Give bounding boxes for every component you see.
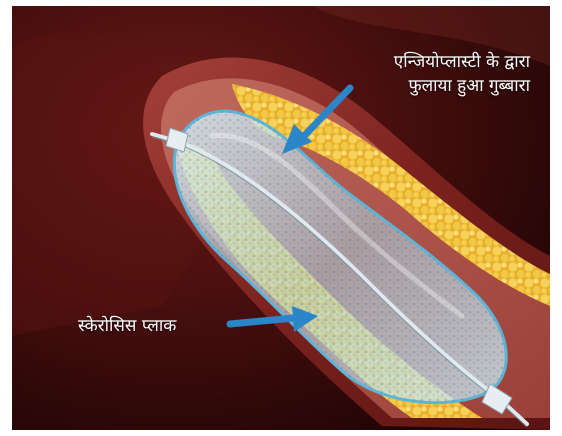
balloon-label-line-1: एन्जियोप्लास्टी के द्वारा bbox=[394, 50, 530, 74]
angioplasty-illustration: एन्जियोप्लास्टी के द्वारा फुलाया हुआ गुब… bbox=[12, 6, 550, 430]
plaque-label: स्केरोसिस प्लाक bbox=[78, 314, 176, 338]
balloon-label-line-2: फुलाया हुआ गुब्बारा bbox=[394, 74, 530, 98]
balloon-label: एन्जियोप्लास्टी के द्वारा फुलाया हुआ गुब… bbox=[394, 50, 530, 98]
